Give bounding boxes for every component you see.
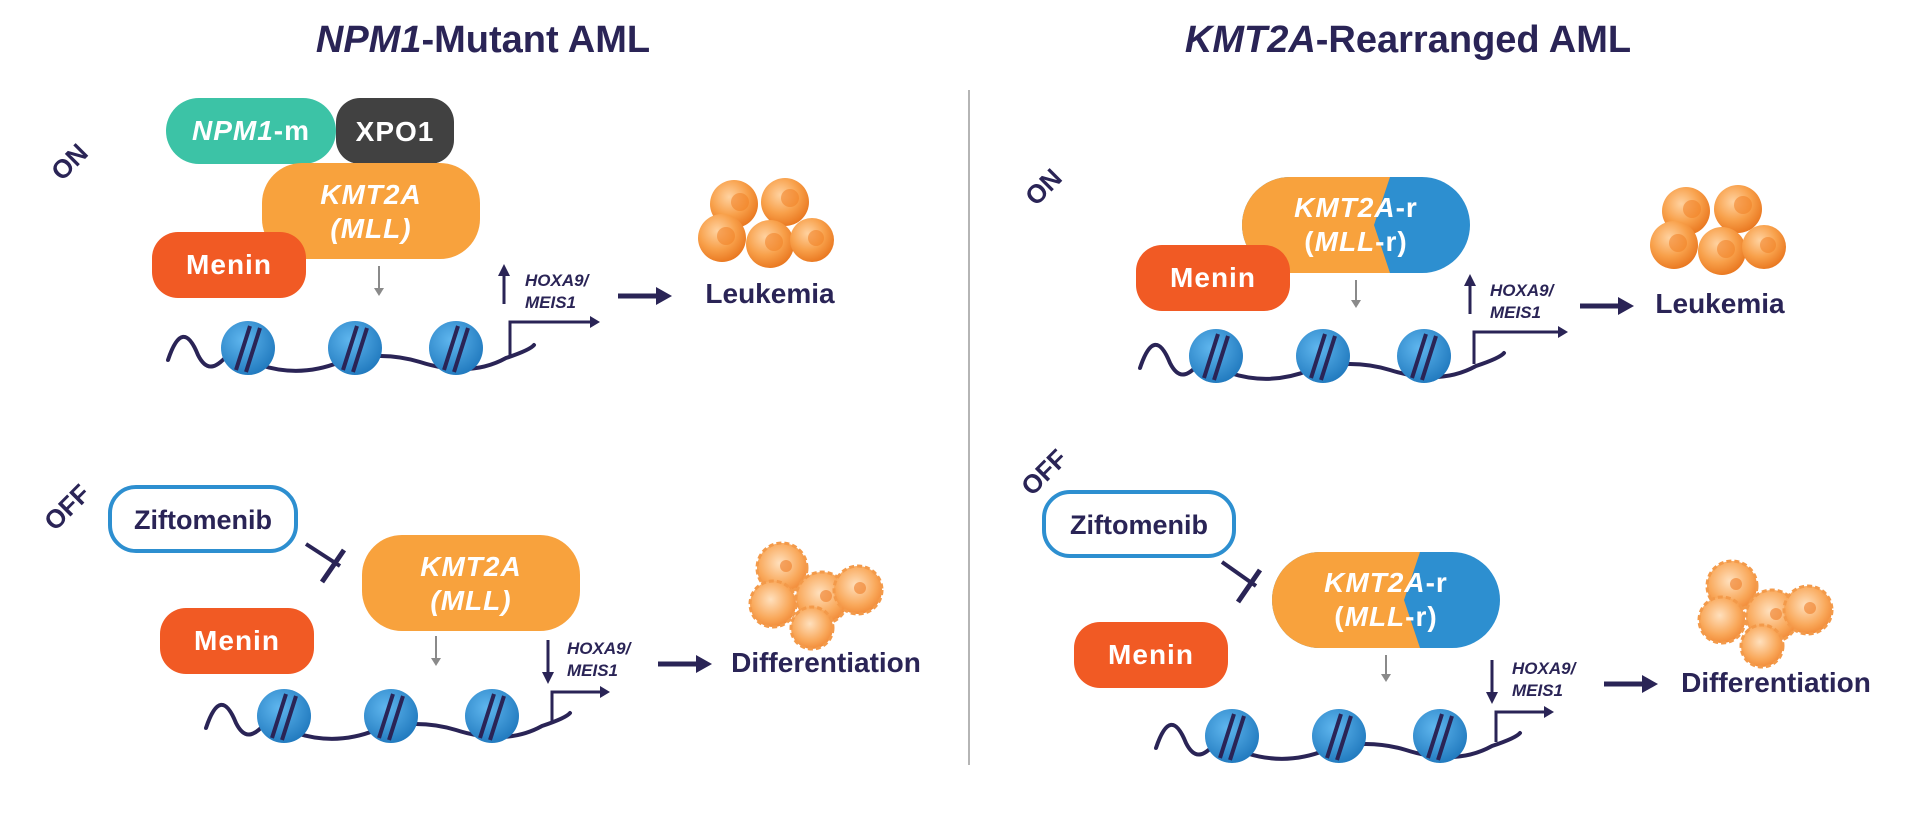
kmt2a-pill bbox=[262, 163, 480, 259]
gene-label-line2: MEIS1 bbox=[567, 661, 618, 680]
npm1-m-pill bbox=[166, 98, 336, 164]
ziftomenib-box bbox=[108, 485, 298, 553]
gene-label-line2: MEIS1 bbox=[525, 293, 576, 312]
kmt2a-r-label-line2: (MLL-r) bbox=[1334, 601, 1437, 632]
npm1-m-label: NPM1-m bbox=[192, 115, 310, 146]
right-panel-title: KMT2A-Rearranged AML bbox=[1185, 19, 1631, 61]
binding-arrow-head bbox=[431, 658, 441, 666]
xpo1-label: XPO1 bbox=[356, 116, 435, 147]
nucleosome-icon bbox=[465, 689, 519, 743]
outcome-label: Leukemia bbox=[705, 278, 835, 309]
nucleosome-icon bbox=[1312, 709, 1366, 763]
kmt2a-label-line1: KMT2A bbox=[320, 179, 421, 210]
menin-label: Menin bbox=[186, 249, 272, 280]
outcome-label: Differentiation bbox=[1681, 667, 1871, 698]
kmt2a-label-line2: (MLL) bbox=[430, 585, 511, 616]
state-label-on: ON bbox=[1019, 162, 1068, 211]
menin-label: Menin bbox=[1170, 262, 1256, 293]
menin-pill bbox=[1136, 245, 1290, 311]
nucleosome-icon bbox=[257, 689, 311, 743]
menin-pill bbox=[1074, 622, 1228, 688]
nucleosome-icon bbox=[1413, 709, 1467, 763]
menin-pill bbox=[152, 232, 306, 298]
outcome-arrow-head bbox=[1642, 675, 1658, 693]
transcription-arrow-icon bbox=[1486, 660, 1554, 742]
gene-label-line1: HOXA9/ bbox=[567, 639, 633, 658]
kmt2a-pill bbox=[362, 535, 580, 631]
right-off-section: OFF Ziftomenib KMT2A-r (MLL-r) Menin bbox=[1015, 443, 1871, 763]
nucleosome-icon bbox=[1189, 329, 1243, 383]
gene-label-line2: MEIS1 bbox=[1490, 303, 1541, 322]
gene-label-line1: HOXA9/ bbox=[1490, 281, 1556, 300]
left-on-section: ON NPM1-m XPO1 KMT2A (MLL) Menin bbox=[45, 98, 835, 375]
outcome-label: Leukemia bbox=[1655, 288, 1785, 319]
nucleosome-icon bbox=[364, 689, 418, 743]
inhibition-icon bbox=[304, 542, 347, 584]
right-on-section: ON KMT2A-r (MLL-r) Menin bbox=[1019, 162, 1786, 383]
left-off-section: OFF Ziftomenib KMT2A (MLL) Menin bbox=[38, 478, 921, 743]
state-label-off: OFF bbox=[38, 478, 96, 536]
outcome-label: Differentiation bbox=[731, 647, 921, 678]
binding-arrow-head bbox=[1351, 300, 1361, 308]
drug-label: Ziftomenib bbox=[134, 505, 272, 535]
kmt2a-r-label-line2: (MLL-r) bbox=[1304, 226, 1407, 257]
transcription-arrow-icon bbox=[1464, 274, 1568, 364]
nucleosome-icon bbox=[221, 321, 275, 375]
leukemia-cells-icon bbox=[698, 178, 834, 268]
differentiated-cells-icon bbox=[748, 541, 884, 651]
differentiated-cells-icon bbox=[1697, 559, 1834, 669]
leukemia-cells-icon bbox=[1650, 185, 1786, 275]
outcome-arrow-head bbox=[656, 287, 672, 305]
gene-label-line1: HOXA9/ bbox=[525, 271, 591, 290]
menin-pill bbox=[160, 608, 314, 674]
kmt2a-r-label-line1: KMT2A-r bbox=[1324, 567, 1448, 598]
menin-label: Menin bbox=[1108, 639, 1194, 670]
kmt2a-label-line2: (MLL) bbox=[330, 213, 411, 244]
transcription-arrow-icon bbox=[542, 640, 610, 722]
nucleosome-icon bbox=[1205, 709, 1259, 763]
ziftomenib-box bbox=[1042, 490, 1236, 558]
nucleosome-icon bbox=[429, 321, 483, 375]
transcription-arrow-icon bbox=[498, 264, 600, 356]
outcome-arrow-head bbox=[696, 655, 712, 673]
kmt2a-label-line1: KMT2A bbox=[420, 551, 521, 582]
nucleosome-icon bbox=[1296, 329, 1350, 383]
drug-label: Ziftomenib bbox=[1070, 510, 1208, 540]
kmt2a-r-label-line1: KMT2A-r bbox=[1294, 192, 1418, 223]
gene-label-line1: HOXA9/ bbox=[1512, 659, 1578, 678]
binding-arrow-head bbox=[1381, 674, 1391, 682]
outcome-arrow-head bbox=[1618, 297, 1634, 315]
xpo1-pill bbox=[336, 98, 454, 164]
inhibition-icon bbox=[1220, 560, 1263, 604]
kmt2a-r-pill bbox=[1272, 552, 1500, 648]
kmt2a-r-pill bbox=[1242, 177, 1470, 273]
menin-label: Menin bbox=[194, 625, 280, 656]
nucleosome-icon bbox=[1397, 329, 1451, 383]
binding-arrow-head bbox=[374, 288, 384, 296]
gene-label-line2: MEIS1 bbox=[1512, 681, 1563, 700]
state-label-on: ON bbox=[45, 137, 94, 186]
left-panel-title: NPM1-Mutant AML bbox=[316, 19, 650, 61]
nucleosome-icon bbox=[328, 321, 382, 375]
